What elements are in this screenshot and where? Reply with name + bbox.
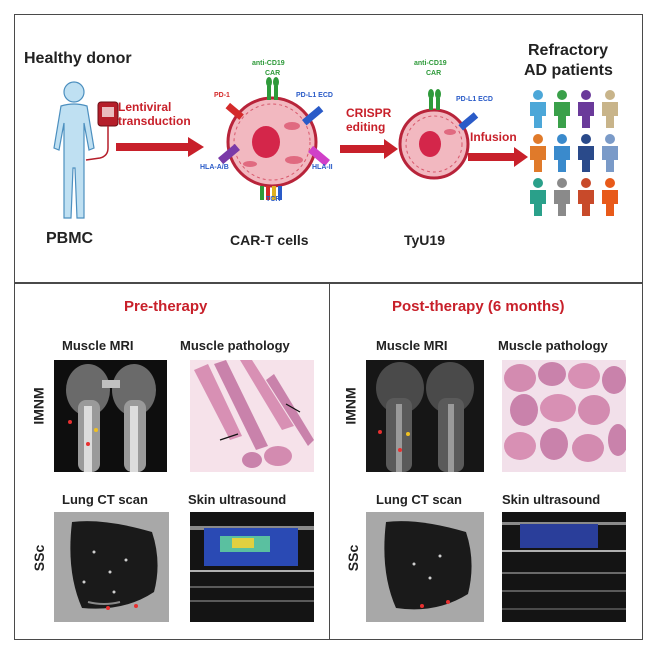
car-t-cell-icon <box>218 77 330 200</box>
patients-label-line2: AD patients <box>524 62 613 79</box>
cart-hla-ii-label: HLA-II <box>312 164 333 171</box>
patient-figures-icon <box>530 90 618 216</box>
cart-car-label: CAR <box>265 70 281 77</box>
patient-figure-icon <box>554 90 570 128</box>
arrow2-label-line1: CRISPR <box>346 106 392 120</box>
post-mri-image <box>366 360 484 472</box>
post-us-label: Skin ultrasound <box>502 492 601 507</box>
patients-label-line1: Refractory <box>528 42 609 59</box>
donor-figure-icon <box>53 81 119 219</box>
tyu-anti-cd19-label: anti-CD19 <box>414 60 447 67</box>
cart-pdl1-label: PD-L1 ECD <box>296 92 333 99</box>
pre-row-imnm: IMNM <box>30 387 47 425</box>
cart-hla-ab-label: HLA-A/B <box>200 164 229 171</box>
patient-figure-icon <box>578 134 594 172</box>
patient-figure-icon <box>602 178 618 216</box>
arrow3-label: Infusion <box>470 130 517 144</box>
pre-therapy-title: Pre-therapy <box>124 298 208 315</box>
pre-row-ssc: SSc <box>31 544 48 572</box>
patient-figure-icon <box>554 178 570 216</box>
patient-figure-icon <box>530 178 546 216</box>
cart-label: CAR-T cells <box>230 232 309 248</box>
pre-pathology-image <box>190 360 314 472</box>
post-pathology-label: Muscle pathology <box>498 338 608 353</box>
patient-figure-icon <box>602 134 618 172</box>
bottom-panel <box>14 282 643 640</box>
patient-figure-icon <box>578 178 594 216</box>
arrow1-label-line1: Lentiviral <box>118 100 172 114</box>
cart-pd1-label: PD-1 <box>214 92 230 99</box>
post-ultrasound-image <box>502 512 626 622</box>
patient-figure-icon <box>578 90 594 128</box>
tyu19-label: TyU19 <box>404 232 445 248</box>
pre-mri-image <box>54 360 167 472</box>
blood-bag-icon <box>85 101 119 161</box>
patient-figure-icon <box>530 90 546 128</box>
tyu19-cell-icon <box>398 89 479 180</box>
post-mri-label: Muscle MRI <box>376 338 448 353</box>
arrow-infusion-icon <box>468 147 528 167</box>
tyu-car-label: CAR <box>426 70 442 77</box>
pre-ultrasound-image <box>190 512 314 622</box>
arrow-crispr-icon <box>340 139 398 159</box>
arrow-transduction-icon <box>116 137 204 157</box>
pre-us-label: Skin ultrasound <box>188 492 287 507</box>
pre-ct-image <box>54 512 169 622</box>
patient-figure-icon <box>602 90 618 128</box>
post-pathology-image <box>502 360 626 472</box>
tyu-pdl1-label: PD-L1 ECD <box>456 96 493 103</box>
donor-label: Healthy donor <box>24 50 132 67</box>
arrow1-label-line2: transduction <box>118 114 191 128</box>
top-panel <box>14 14 643 284</box>
pre-mri-label: Muscle MRI <box>62 338 134 353</box>
pre-pathology-label: Muscle pathology <box>180 338 290 353</box>
post-row-imnm: IMNM <box>342 387 359 425</box>
post-therapy-title: Post-therapy (6 months) <box>392 298 565 315</box>
pbmc-label: PBMC <box>46 230 94 247</box>
pre-ct-label: Lung CT scan <box>62 492 148 507</box>
patient-figure-icon <box>530 134 546 172</box>
panel-divider <box>329 282 330 640</box>
cart-anti-cd19-label: anti-CD19 <box>252 60 285 67</box>
patient-figure-icon <box>554 134 570 172</box>
arrow2-label-line2: editing <box>346 120 386 134</box>
cart-tcr-label: TCR <box>266 196 281 203</box>
post-ct-label: Lung CT scan <box>376 492 462 507</box>
post-ct-image <box>366 512 484 622</box>
post-row-ssc: SSc <box>345 544 362 572</box>
